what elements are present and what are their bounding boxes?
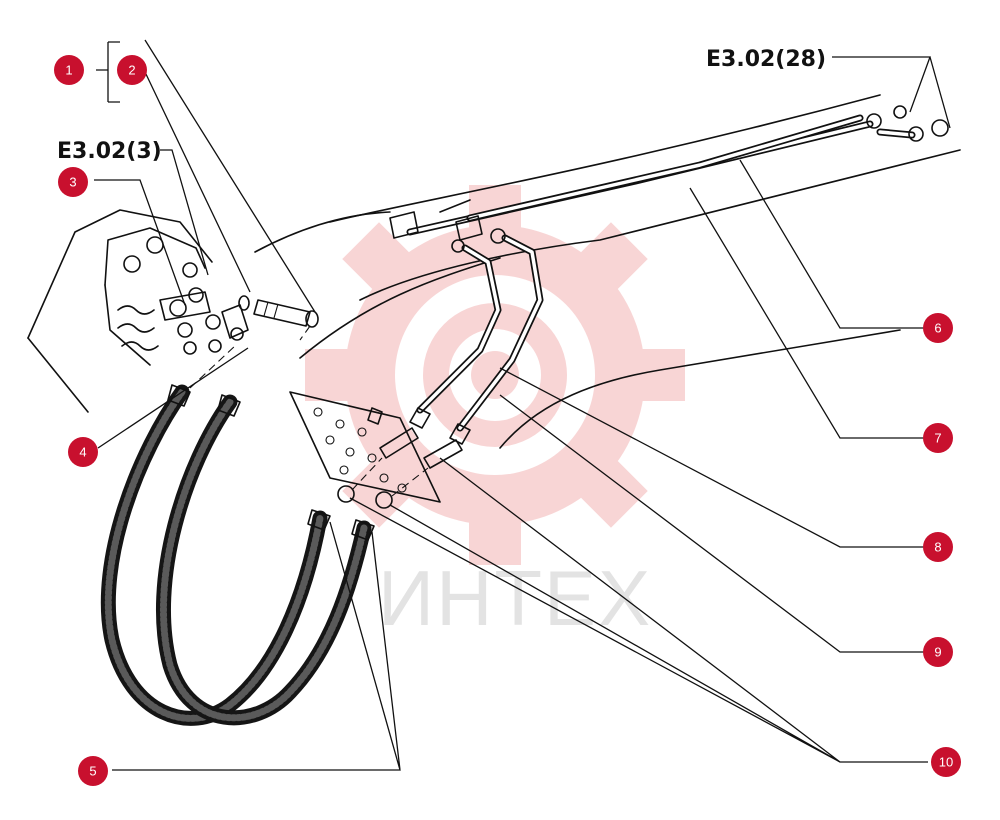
- watermark-gear-logo: [305, 185, 685, 565]
- hoses: [100, 344, 375, 726]
- valve-block: [27, 209, 249, 413]
- rigid-pipes: [389, 105, 949, 445]
- callout-1-number: 1: [65, 63, 72, 78]
- leader-lines: [94, 39, 951, 771]
- callout-6-number: 6: [934, 321, 941, 336]
- callout-8-number: 8: [934, 540, 941, 555]
- callout-10-number: 10: [939, 755, 953, 770]
- callout-8[interactable]: 8: [923, 532, 953, 562]
- callout-5-number: 5: [89, 764, 96, 779]
- mounting-plate: [289, 391, 463, 509]
- callout-6[interactable]: 6: [923, 313, 953, 343]
- callout-1[interactable]: 1: [54, 55, 84, 85]
- watermark-text: ИНТЕХ: [378, 554, 652, 642]
- machine-body: [254, 94, 961, 449]
- adapter-fitting: [238, 295, 319, 341]
- callout-7-number: 7: [934, 431, 941, 446]
- callout-9[interactable]: 9: [923, 637, 953, 667]
- callout-9-number: 9: [934, 645, 941, 660]
- callout-4[interactable]: 4: [68, 437, 98, 467]
- ref-label-e302-3: E3.02(3): [57, 139, 162, 164]
- callout-10[interactable]: 10: [931, 747, 961, 777]
- ref-label-e302-28: E3.02(28): [706, 47, 826, 72]
- callout-7[interactable]: 7: [923, 423, 953, 453]
- callout-4-number: 4: [79, 445, 86, 460]
- callout-2[interactable]: 2: [117, 55, 147, 85]
- callout-3[interactable]: 3: [58, 167, 88, 197]
- callout-5[interactable]: 5: [78, 756, 108, 786]
- callout-2-number: 2: [128, 63, 135, 78]
- callout-3-number: 3: [69, 175, 76, 190]
